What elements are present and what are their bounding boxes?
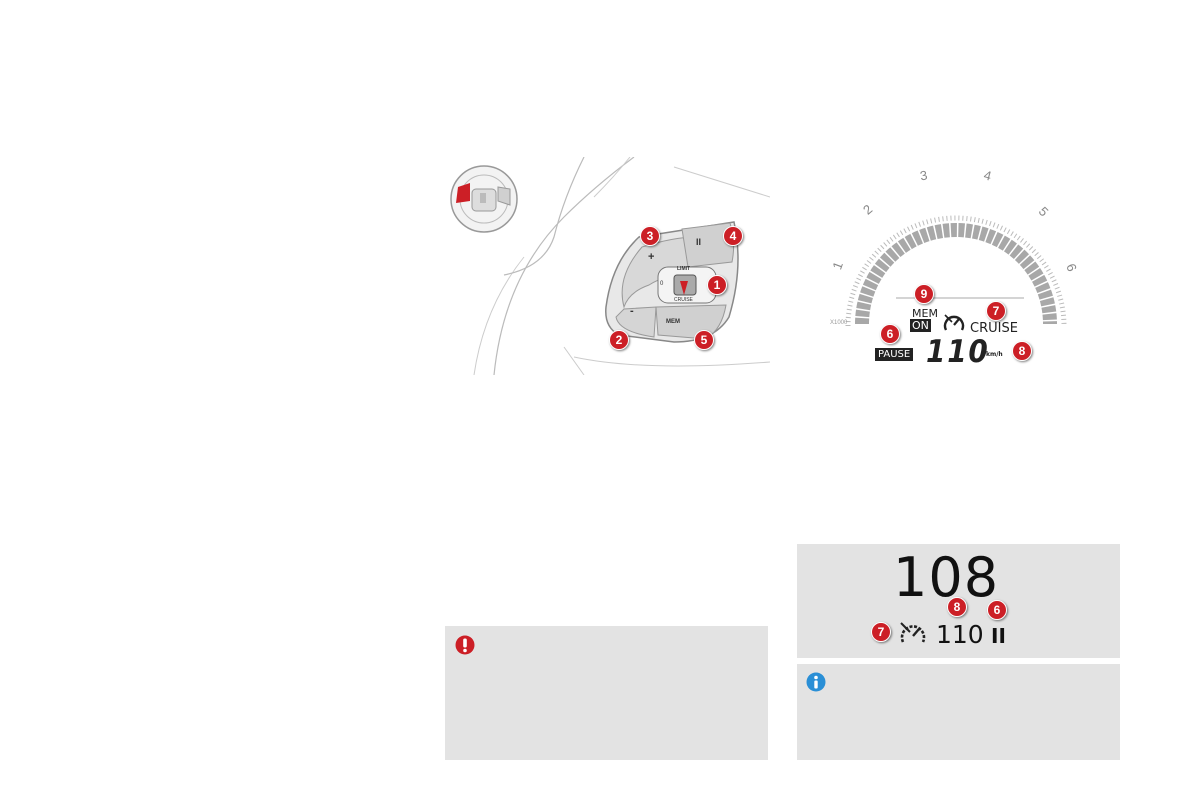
steering-wheel-drawing xyxy=(450,156,771,376)
callout-6: 6 xyxy=(880,324,900,344)
steering-controls-illustration: + - II MEM LIMIT CRUISE 0 xyxy=(444,156,771,376)
warning-note-box xyxy=(445,626,768,760)
callout-2: 2 xyxy=(609,330,629,350)
hud-callout-7: 7 xyxy=(871,622,891,642)
hud-callout-6: 6 xyxy=(987,600,1007,620)
steering-wheel-thumbnail xyxy=(450,165,518,233)
callout-3: 3 xyxy=(640,226,660,246)
rpm-multiplier: X1000 xyxy=(830,320,848,326)
callout-1: 1 xyxy=(707,275,727,295)
on-indicator: ON xyxy=(910,319,931,332)
info-icon xyxy=(806,672,826,697)
instrument-panel: 1 2 3 4 5 6 X1000 MEM ON CRUISE PAUSE 11… xyxy=(826,166,1086,371)
hud-cruise-icon xyxy=(897,620,929,651)
selector-limit-label: LIMIT xyxy=(677,266,691,272)
current-speed: 108 xyxy=(893,546,1000,609)
cruise-speedometer-icon xyxy=(942,312,966,339)
callout-8: 8 xyxy=(1012,341,1032,361)
minus-button-label: - xyxy=(630,305,634,317)
hud-pause-symbol: II xyxy=(991,624,1006,648)
plus-button-label: + xyxy=(648,251,655,263)
callout-5: 5 xyxy=(694,330,714,350)
callout-9: 9 xyxy=(914,284,934,304)
speed-unit: km/h xyxy=(986,351,1003,358)
info-note-box xyxy=(797,664,1120,760)
warning-icon xyxy=(455,635,475,660)
hud-callout-8: 8 xyxy=(947,597,967,617)
pause-indicator: PAUSE xyxy=(875,348,914,361)
mem-button-label: MEM xyxy=(666,319,680,325)
pause-button-label: II xyxy=(696,237,702,247)
set-speed-value: 110 xyxy=(926,334,990,370)
mem-indicator: MEM xyxy=(912,307,938,320)
cruise-indicator: CRUISE xyxy=(970,321,1018,336)
callout-7: 7 xyxy=(986,301,1006,321)
callout-4: 4 xyxy=(723,226,743,246)
selector-cruise-label: CRUISE xyxy=(674,297,693,303)
selector-off-label: 0 xyxy=(660,281,664,287)
hud-set-speed: 110 xyxy=(936,620,984,649)
